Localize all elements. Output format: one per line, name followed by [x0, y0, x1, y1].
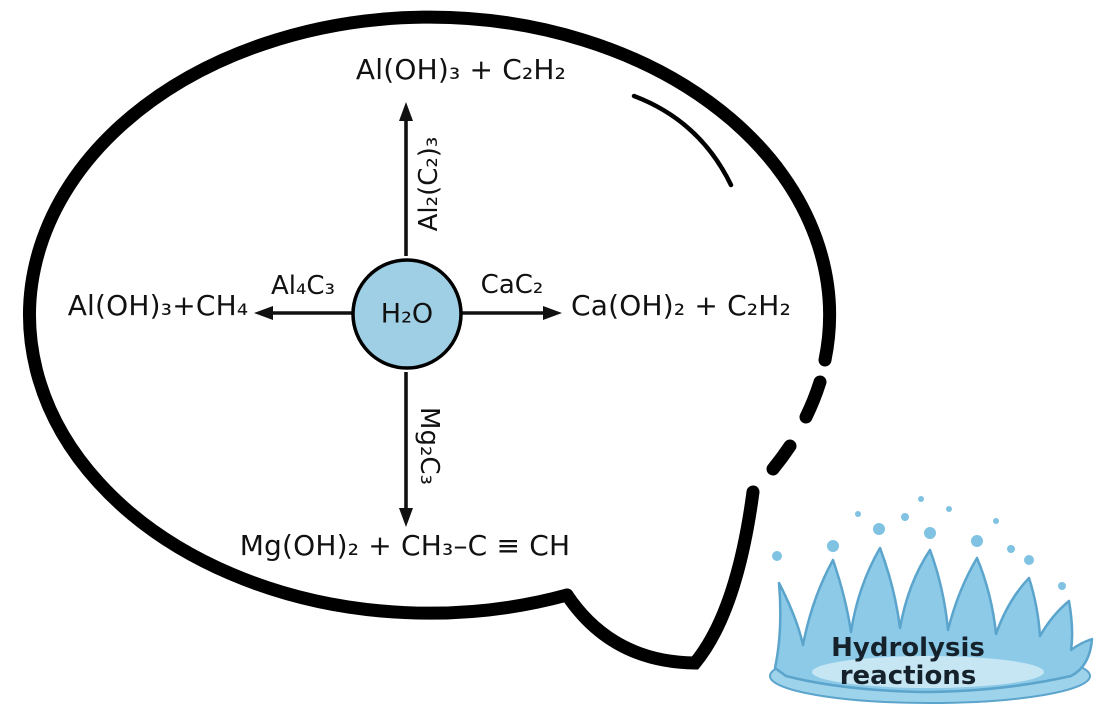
- product-right-formula: Ca(OH)₂ + C₂H₂: [571, 289, 791, 322]
- splash-droplet: [1058, 582, 1066, 590]
- water-molecule-label: H₂O: [380, 298, 434, 330]
- arrow-left: [254, 306, 352, 320]
- reaction-arrows: [254, 102, 562, 527]
- splash-droplet: [873, 523, 885, 535]
- caption-line-1: Hydrolysis: [831, 633, 985, 663]
- splash-droplet: [924, 527, 936, 539]
- reagent-left-label: Al₄C₃: [270, 271, 336, 301]
- arrow-right: [462, 306, 562, 320]
- splash-droplet: [918, 496, 924, 502]
- splash-droplet: [855, 511, 861, 517]
- speech-bubble: [23, 10, 837, 670]
- product-left-formula: Al(OH)₃+CH₄: [67, 289, 249, 322]
- splash-crown: [773, 546, 1094, 694]
- splash-droplets: [772, 496, 1066, 590]
- arrow-up: [399, 102, 413, 256]
- reagent-right-label: CaC₂: [480, 270, 544, 300]
- splash-droplet: [993, 518, 999, 524]
- water-splash-illustration: [769, 496, 1094, 704]
- splash-droplet: [772, 551, 782, 561]
- arrow-down-head: [399, 508, 413, 527]
- speech-bubble-dash-1: [799, 375, 827, 424]
- arrow-left-head: [254, 306, 273, 320]
- arrow-up-head: [399, 102, 413, 121]
- splash-droplet: [946, 506, 952, 512]
- speech-bubble-outline: [23, 10, 837, 620]
- reagent-down-label: Mg₂C₃: [414, 407, 444, 485]
- splash-droplet: [827, 540, 839, 552]
- speech-bubble-dash-2: [766, 439, 797, 476]
- splash-droplet: [901, 513, 909, 521]
- splash-droplet: [1007, 545, 1015, 553]
- splash-highlight: [812, 656, 1044, 688]
- bubble-shine-line: [631, 93, 734, 188]
- arrow-right-head: [543, 306, 562, 320]
- product-bottom-formula: Mg(OH)₂ + CH₃–C ≡ CH: [239, 529, 571, 562]
- water-circle: [351, 258, 463, 370]
- caption-line-2: reactions: [839, 661, 977, 691]
- splash-droplet: [971, 535, 983, 547]
- arrow-down: [399, 372, 413, 527]
- product-top-formula: Al(OH)₃ + C₂H₂: [355, 53, 567, 86]
- speech-bubble-tail: [560, 485, 760, 670]
- reagent-up-label: Al₂(C₂)₃: [414, 136, 444, 232]
- splash-droplet: [1024, 555, 1034, 565]
